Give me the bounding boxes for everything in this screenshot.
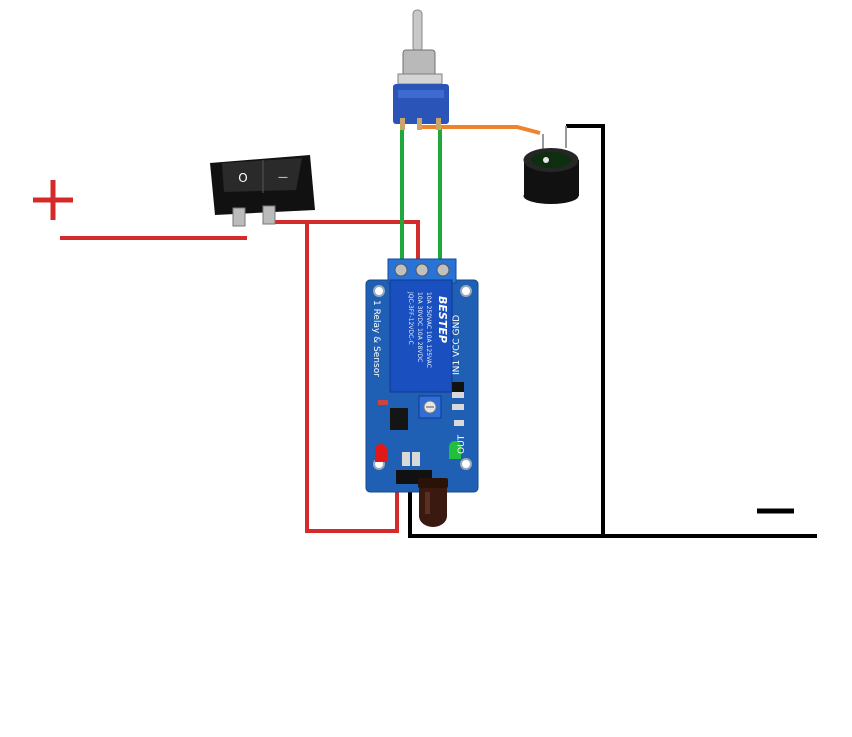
- relay-model: JQC-3FF-12VDC-C: [407, 291, 414, 345]
- wires: [60, 124, 817, 538]
- flame-sensor: [418, 478, 448, 527]
- relay-brand: BESTEP: [436, 296, 449, 343]
- positive-wire-to-relay: [268, 220, 420, 268]
- positive-terminal: [33, 180, 73, 220]
- comparator-chip: [390, 408, 408, 430]
- toggle-switch[interactable]: [393, 9, 449, 130]
- positive-wire-to-sensor: [305, 222, 399, 533]
- buzzer: [523, 126, 579, 204]
- buzzer-ground-wire: [566, 124, 605, 536]
- pin-labels: IN1 VCC GND: [452, 315, 462, 375]
- relay-module: BESTEP 10A 250VAC 10A 125VAC 10A 30VDC 1…: [365, 258, 479, 493]
- rocker-off-symbol: O: [238, 171, 247, 185]
- board-label: 1 Relay & Sensor: [371, 300, 381, 377]
- buzzer-lead: [420, 125, 541, 135]
- out-label: OUT: [457, 434, 467, 454]
- relay-rating-2: 10A 30VDC 10A 28VDC: [416, 292, 423, 362]
- rocker-switch[interactable]: O —: [210, 155, 315, 227]
- relay-rating-1: 10A 250VAC 10A 125VAC: [425, 292, 432, 368]
- relay-body: [389, 279, 453, 393]
- rocker-on-symbol: —: [278, 172, 288, 183]
- negative-wire: [408, 488, 817, 538]
